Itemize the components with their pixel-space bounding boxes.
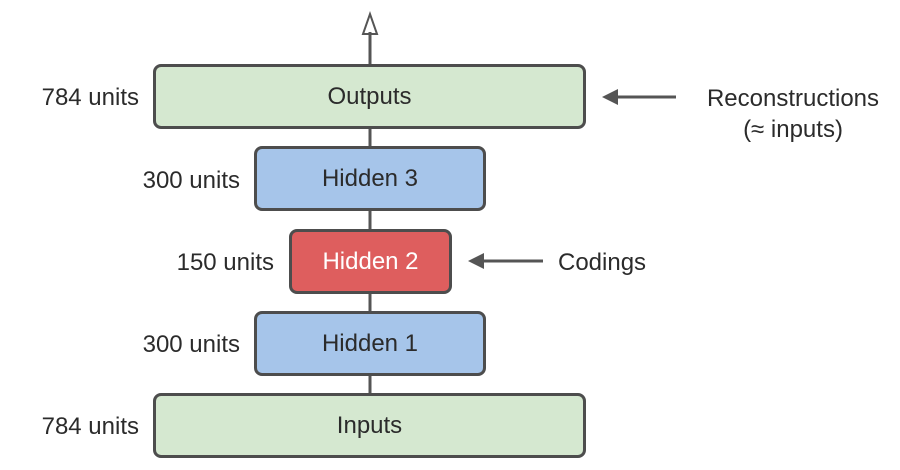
outputs-layer: Outputs <box>153 64 586 129</box>
codings-annotation: Codings <box>558 249 647 276</box>
inputs-layer: Inputs <box>153 393 586 458</box>
reconstructions-arrow <box>602 89 676 105</box>
hidden1-units-label: 300 units <box>142 331 240 358</box>
hidden3-units-label: 300 units <box>142 167 240 194</box>
hidden3-layer: Hidden 3 <box>254 146 486 211</box>
hidden2-layer-label: Hidden 2 <box>322 247 419 275</box>
hidden1-layer: Hidden 1 <box>254 311 486 376</box>
hidden1-layer-label: Hidden 1 <box>321 329 419 357</box>
output-arrow-head <box>361 10 379 35</box>
hidden2-units-label: 150 units <box>176 249 274 276</box>
reconstructions-sublabel: (≈ inputs) <box>743 116 843 143</box>
hidden3-layer-label: Hidden 3 <box>321 164 419 192</box>
inputs-units-label: 784 units <box>41 413 139 440</box>
reconstructions-label: Reconstructions <box>706 85 880 112</box>
outputs-units-label: 784 units <box>41 84 139 111</box>
inputs-layer-label: Inputs <box>336 411 403 439</box>
outputs-layer-label: Outputs <box>327 82 412 110</box>
reconstructions-annotation: Reconstructions (≈ inputs) <box>690 83 896 145</box>
hidden2-layer: Hidden 2 <box>289 229 452 294</box>
codings-arrow <box>468 253 543 269</box>
